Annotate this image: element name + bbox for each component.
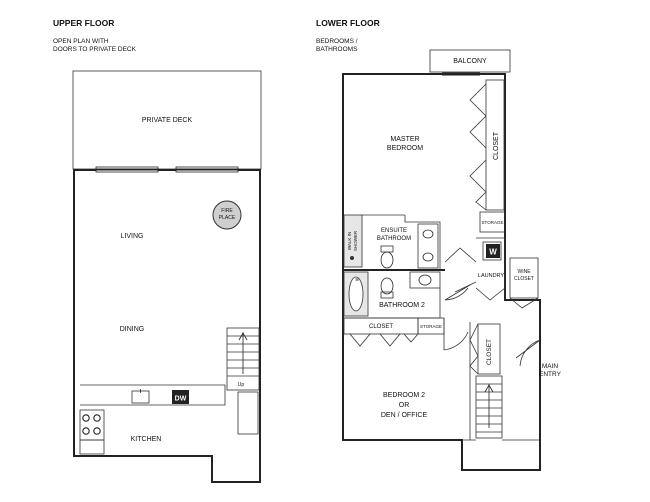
balcony-label: BALCONY [453, 58, 487, 65]
living-label: LIVING [121, 233, 144, 240]
master-closet-doors [469, 83, 487, 211]
walk-in-shower [343, 214, 363, 268]
fireplace [212, 200, 242, 230]
bedroom2-label-2: OR [399, 402, 410, 409]
lower-floor: LOWER FLOOR BEDROOMS / BATHROOMS BALCONY… [316, 18, 562, 471]
master-closet [485, 79, 505, 211]
ensuite-walls [362, 214, 441, 271]
fireplace-label-1: FIRE [221, 208, 233, 214]
ensuite-vanity [417, 223, 439, 269]
ensuite-label-1: ENSUITE [381, 228, 407, 234]
upper-floor-subtitle-1: OPEN PLAN WITH [53, 38, 109, 45]
ensuite-label-2: BATHROOM [377, 236, 411, 242]
lower-floor-walls [342, 73, 541, 471]
lower-floor-subtitle-1: BEDROOMS / [316, 38, 358, 45]
wine-closet-label-1: WINE [517, 269, 531, 275]
lower-floor-subtitle-2: BATHROOMS [316, 46, 358, 53]
fridge [237, 391, 259, 435]
bathroom2-toilet [380, 277, 394, 295]
balcony-outline [429, 49, 511, 73]
washer-label: W [489, 248, 497, 257]
kitchen-base-cabinet [79, 439, 105, 455]
bedroom2-label-3: DEN / OFFICE [381, 412, 428, 419]
private-deck-label: PRIVATE DECK [142, 117, 193, 124]
hall-closet [477, 323, 501, 375]
closet-lower-doors [349, 333, 419, 347]
upper-floor: UPPER FLOOR OPEN PLAN WITH DOORS TO PRIV… [53, 18, 262, 483]
dining-label: DINING [120, 326, 145, 333]
wine-closet [509, 257, 539, 299]
master-bedroom-label-2: BEDROOM [387, 145, 423, 152]
main-entry-label-2: ENTRY [539, 371, 562, 378]
storage-upper-label: STORAGE [482, 220, 504, 225]
stairs-up: Up [226, 327, 260, 391]
hall-closet-label: CLOSET [486, 339, 493, 365]
closet-lower-label: CLOSET [369, 324, 393, 330]
upper-floor-subtitle-2: DOORS TO PRIVATE DECK [53, 46, 137, 53]
storage-lower-label: STORAGE [420, 324, 442, 329]
dishwasher-label: DW [175, 396, 187, 403]
main-entry-door [515, 339, 541, 367]
svg-text:≋: ≋ [355, 277, 359, 283]
ensuite-toilet [380, 251, 394, 269]
walk-in-shower-label-1: WALK IN [347, 232, 352, 250]
kitchen-counter [80, 384, 226, 406]
lower-floor-title: LOWER FLOOR [316, 18, 380, 28]
wine-closet-label-2: CLOSET [514, 276, 534, 282]
bedroom2-label-1: BEDROOM 2 [383, 392, 425, 399]
stairs-up-label: Up [238, 382, 245, 388]
fireplace-label-2: PLACE [219, 215, 236, 221]
kitchen-label: KITCHEN [131, 436, 162, 443]
dishwasher [172, 390, 189, 404]
stairs-lower [475, 375, 503, 439]
upper-floor-walls [73, 169, 261, 483]
master-closet-label: CLOSET [493, 131, 500, 160]
master-bedroom-label-1: MASTER [390, 136, 419, 143]
washer [486, 244, 500, 258]
storage-upper [479, 211, 506, 233]
cooktop [79, 409, 105, 441]
main-entry-label-1: MAIN [542, 363, 559, 370]
walk-in-shower-label-2: SHOWER [353, 230, 358, 251]
bathroom2-label: BATHROOM 2 [379, 302, 425, 309]
upper-floor-title: UPPER FLOOR [53, 18, 114, 28]
bathroom2-vanity [409, 271, 441, 289]
laundry-label: LAUNDRY [478, 273, 505, 279]
